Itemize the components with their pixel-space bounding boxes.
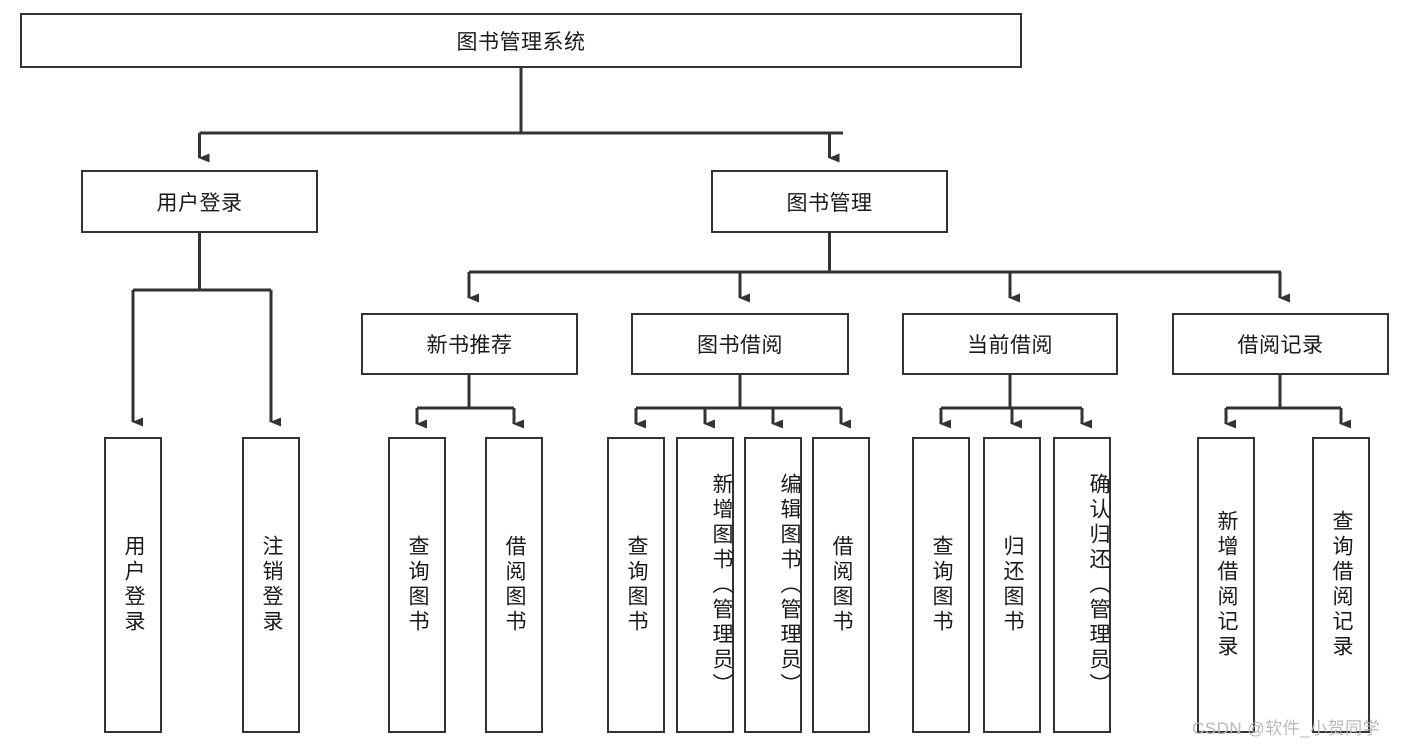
- node-book-borrow[interactable]: 图书借阅: [631, 313, 849, 375]
- node-book-management[interactable]: 图书管理: [711, 170, 948, 233]
- leaf-user-login[interactable]: 用户登录: [104, 437, 162, 733]
- leaf-query-borrow-record[interactable]: 查询借阅记录: [1312, 437, 1370, 733]
- csdn-watermark: CSDN @软件_小贺同学: [1192, 719, 1381, 738]
- leaf-edit-book-admin[interactable]: 编辑图书（管理员）: [744, 437, 802, 733]
- leaf-add-book-admin[interactable]: 新增图书（管理员）: [676, 437, 734, 733]
- leaf-add-borrow-record[interactable]: 新增借阅记录: [1197, 437, 1255, 733]
- node-borrow-record[interactable]: 借阅记录: [1172, 313, 1389, 375]
- leaf-return-book[interactable]: 归还图书: [983, 437, 1041, 733]
- node-user-login[interactable]: 用户登录: [81, 170, 318, 233]
- leaf-confirm-return-admin[interactable]: 确认归还（管理员）: [1053, 437, 1111, 733]
- leaf-query-book-borrow[interactable]: 查询图书: [607, 437, 665, 733]
- leaf-borrow-book[interactable]: 借阅图书: [812, 437, 870, 733]
- leaf-query-book-recommend[interactable]: 查询图书: [388, 437, 446, 733]
- node-root-system[interactable]: 图书管理系统: [20, 13, 1022, 68]
- leaf-logout-login[interactable]: 注销登录: [242, 437, 300, 733]
- node-new-book-recommend[interactable]: 新书推荐: [361, 313, 578, 375]
- node-current-borrow[interactable]: 当前借阅: [902, 313, 1118, 375]
- leaf-borrow-book-recommend[interactable]: 借阅图书: [485, 437, 543, 733]
- leaf-query-book-current[interactable]: 查询图书: [912, 437, 970, 733]
